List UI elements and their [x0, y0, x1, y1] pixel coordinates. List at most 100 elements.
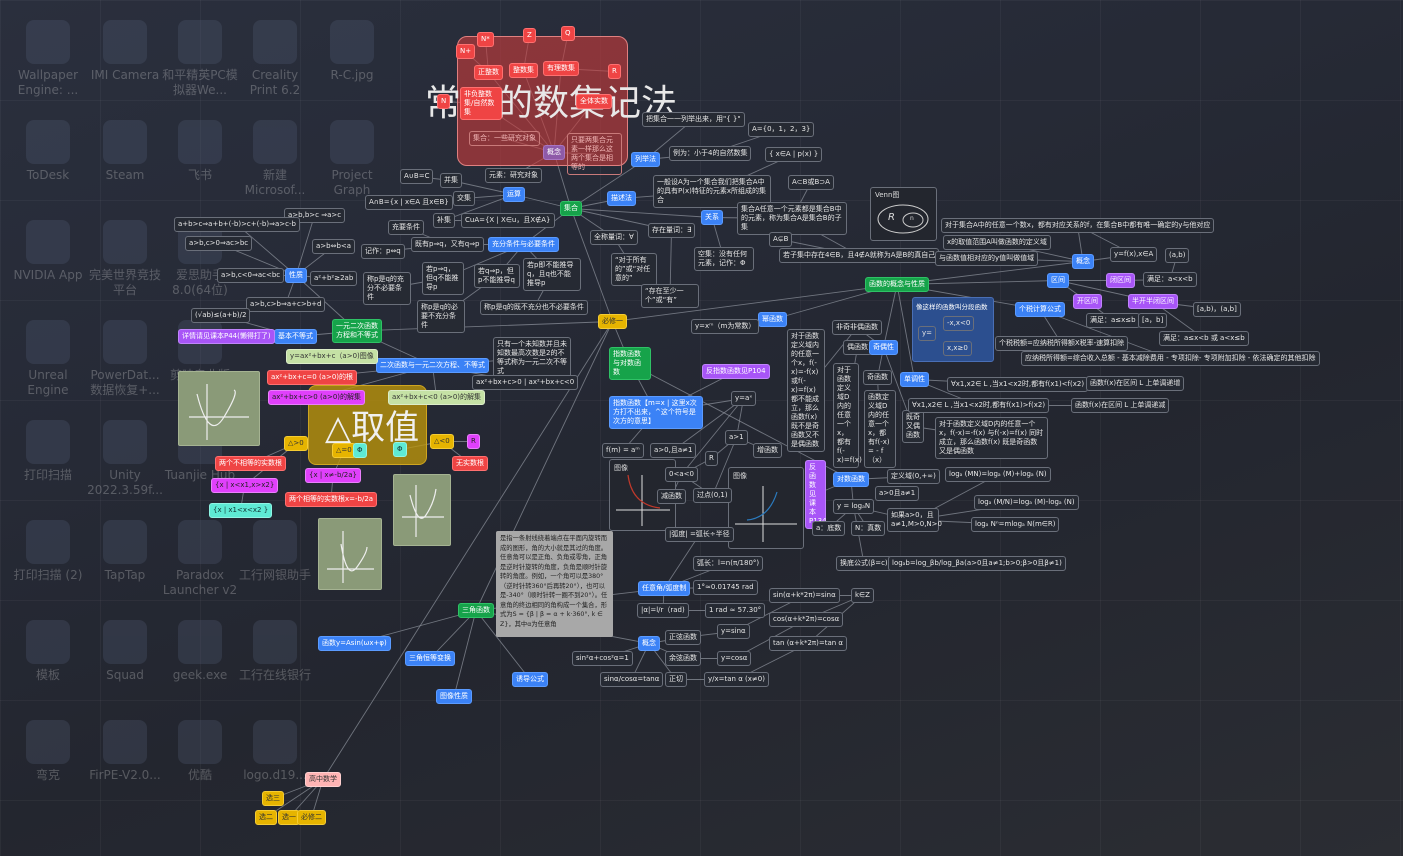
mindmap-node-gn3[interactable]: 概念: [638, 636, 660, 651]
mindmap-node-zhengxian[interactable]: 正弦函数: [665, 630, 701, 645]
mindmap-node-chongfen[interactable]: 充分条件与必要条件: [488, 237, 559, 252]
desktop-icon[interactable]: 模板: [10, 620, 86, 683]
mindmap-node-zzs[interactable]: 正整数: [474, 65, 503, 80]
mindmap-node-AneqB[interactable]: A⊊B: [769, 232, 793, 247]
mindmap-node-R[interactable]: R: [608, 64, 621, 79]
mindmap-node-a0[interactable]: a>0,且a≠1: [650, 443, 697, 458]
mindmap-node-huandi[interactable]: 换底公式(β=c): [836, 556, 892, 571]
mindmap-node-fm[interactable]: f(m) = aᵐ: [602, 443, 644, 458]
mindmap-node-gen[interactable]: ax²+bx+c=0 (a>0)的根: [267, 370, 358, 385]
mindmap-node-dyhs[interactable]: 对于函数定义域内的任意一个x，f(-x)=-f(x)或f(-x)=f(x)都不能…: [787, 329, 825, 452]
mindmap-node-tank[interactable]: tan (α+k*2π)=tan α: [769, 636, 848, 651]
mindmap-node-jihe[interactable]: 集合: [560, 201, 582, 216]
mindmap-node-wushi[interactable]: 无实数根: [452, 456, 488, 471]
mindmap-node-cunzaizhi[interactable]: “存在至少一个”或“有”: [641, 284, 699, 308]
mindmap-node-dingyi[interactable]: 定义域(0,+∞): [887, 469, 940, 484]
desktop-icon[interactable]: 优酷: [162, 720, 238, 783]
desktop-icon[interactable]: NVIDIA App: [10, 220, 86, 283]
mindmap-node-yls[interactable]: 有理数集: [543, 61, 579, 76]
desktop-icon[interactable]: Unity 2022.3.59f...: [87, 420, 163, 498]
mindmap-node-yax[interactable]: y=aˣ: [731, 391, 757, 406]
mindmap-node-axgt[interactable]: ax²+bx+c>0 | ax²+bx+c<0: [472, 375, 579, 390]
mindmap-node-banqu[interactable]: 半开半闭区间: [1128, 294, 1178, 309]
desktop-icon[interactable]: Wallpaper Engine: ...: [10, 20, 86, 98]
desktop-icon[interactable]: 打印扫描: [10, 420, 86, 483]
mindmap-node-gn2[interactable]: 概念: [1072, 254, 1094, 269]
mindmap-node-ytu[interactable]: y=ax²+bx+c（a>0)图像: [286, 349, 378, 364]
desktop-icon[interactable]: Steam: [87, 120, 163, 183]
mindmap-node-jiheA[interactable]: 集合A任意一个元素都是集合B中的元素，称为集合A是集合B的子集: [737, 202, 847, 235]
mindmap-node-guodian[interactable]: 过点(0,1): [693, 488, 732, 503]
mindmap-node-bixiu2[interactable]: 必修二: [297, 810, 326, 825]
mindmap-node-dgt[interactable]: △>0: [284, 436, 308, 451]
mindmap-node-xneq[interactable]: {x | x≠-b/2a}: [305, 468, 361, 483]
mindmap-node-fanhan[interactable]: 反函数见课本P134: [805, 460, 827, 529]
desktop-icon[interactable]: 新建 Microsof...: [237, 120, 313, 198]
mindmap-node-jizuo[interactable]: 记作：p⇔q: [361, 244, 405, 259]
mindmap-node-renyi[interactable]: 任意角/弧度制: [638, 581, 691, 596]
mindmap-node-abba[interactable]: a>b⇔b<a: [312, 239, 356, 254]
mindmap-node-cosk[interactable]: cos(α+k*2π)=cosα: [769, 612, 844, 627]
mindmap-node-ycos[interactable]: y=cosα: [717, 651, 752, 666]
desktop-icon[interactable]: PowerDat... 数据恢复+...: [87, 320, 163, 398]
mindmap-node-abhalf[interactable]: [a,b)，(a,b]: [1193, 302, 1241, 317]
mindmap-node-feiqi[interactable]: 非奇非偶函数: [832, 320, 882, 335]
mindmap-node-bixiu1[interactable]: 必修一: [598, 314, 627, 329]
mindmap-node-duishu[interactable]: 对数函数: [833, 472, 869, 487]
mindmap-node-yfx[interactable]: y=f(x),x∈A: [1110, 247, 1158, 262]
mindmap-node-abc1[interactable]: a+b>c⇒a+b+(-b)>c+(-b)⇒a>c-b: [174, 217, 300, 232]
mindmap-node-Nzhen[interactable]: N：真数: [851, 521, 886, 536]
mindmap-node-chengji[interactable]: 称p是q的既不充分也不必要条件: [480, 300, 588, 315]
mindmap-node-quancheng[interactable]: 全称量词：∀: [590, 230, 638, 245]
mindmap-node-mihanshu[interactable]: 幂函数: [758, 312, 787, 327]
angle-definition-note[interactable]: 是指一条射线绕着端点在平面内旋转而成的图形，角的大小就是其过的角度。任意角可以是…: [496, 531, 613, 637]
mindmap-node-zengs[interactable]: 增函数: [753, 443, 782, 458]
mindmap-node-qujian[interactable]: 区间: [1047, 273, 1069, 288]
mindmap-node-qihs[interactable]: 奇函数: [863, 370, 892, 385]
mindmap-node-xqu[interactable]: x的取值范围A叫做函数的定义域: [943, 235, 1051, 250]
mindmap-node-geshui[interactable]: 个税计算公式: [1015, 302, 1065, 317]
desktop-icon[interactable]: Paradox Launcher v2: [162, 520, 238, 598]
mindmap-node-only[interactable]: 只要两集合元素一样那么这两个集合是相等的: [567, 133, 622, 175]
mindmap-node-duiyuA[interactable]: 对于集合A中的任意一个数x，都有对应关系的f，在集合B中都有唯一确定的y与他对应: [941, 218, 1215, 233]
mindmap-node-nstar[interactable]: N*: [477, 32, 494, 47]
mindmap-node-zhengqie[interactable]: 正切: [665, 672, 687, 687]
mindmap-node-sanjiao[interactable]: 三角函数: [458, 603, 494, 618]
mindmap-node-zhishu[interactable]: 指数函数【m=x | 这里x次方打不出来，^这个符号是次方的意思】: [609, 396, 703, 429]
mindmap-node-phi2[interactable]: Φ: [393, 442, 407, 457]
mindmap-node-phi1[interactable]: Φ: [353, 443, 367, 458]
mindmap-node-youdao[interactable]: 诱导公式: [512, 672, 548, 687]
desktop-icon[interactable]: 和平精英PC模拟器We...: [162, 20, 238, 98]
mindmap-node-qiou[interactable]: 奇偶性: [869, 340, 898, 355]
mindmap-node-ouhs[interactable]: 偶函数: [843, 340, 872, 355]
mindmap-node-huandigs[interactable]: logₐb=log_βb/log_βa(a>0且a≠1;b>0;β>0且β≠1): [888, 556, 1066, 571]
desktop-icon[interactable]: 飞书: [162, 120, 238, 183]
mindmap-node-tongshi[interactable]: 对于函数定义域D内的任意一个x，f(-x)=-f(x) 与f(-x)=f(x) …: [935, 417, 1048, 459]
mindmap-node-jiejigt[interactable]: ax²+bx+c>0 (a>0)的解集: [268, 390, 366, 405]
mindmap-node-xiangdeng[interactable]: 两个相等的实数根x=-b/2a: [285, 492, 378, 507]
mindmap-node-xingzhi[interactable]: 性质: [285, 268, 307, 283]
mindmap-node-geshuie[interactable]: 个税税额=应纳税所得额X税率-速算扣除: [995, 336, 1129, 351]
mindmap-node-guanxi[interactable]: 关系: [701, 210, 723, 225]
mindmap-node-buji[interactable]: 补集: [433, 213, 455, 228]
mindmap-node-gaozhong[interactable]: 高中数学: [305, 772, 341, 787]
mindmap-node-biqu[interactable]: 闭区间: [1106, 273, 1135, 288]
mindmap-node-huchang[interactable]: 弧长：l=n(π/180°): [693, 556, 764, 571]
desktop-icon[interactable]: 打印扫描 (2): [10, 520, 86, 583]
mindmap-node-sintan[interactable]: sinα/cosα=tanα: [600, 672, 664, 687]
desktop-icon[interactable]: 弯克: [10, 720, 86, 783]
mindmap-node-zhiyou[interactable]: 只有一个未知数并且未知数最高次数是2的不等式称为一元二次不等式: [493, 337, 571, 379]
mindmap-node-tuxiang[interactable]: 图像性质: [436, 689, 472, 704]
mindmap-node-q[interactable]: Q: [561, 26, 575, 41]
mindmap-node-abc2[interactable]: a>b,c>0⇒ac>bc: [185, 236, 253, 251]
mindmap-node-dlt[interactable]: △<0: [430, 434, 454, 449]
mindmap-node-fanzhi[interactable]: 反指数函数见P104: [702, 364, 770, 379]
desktop-icon[interactable]: TapTap: [87, 520, 163, 583]
mindmap-node-abclosed[interactable]: [a，b]: [1138, 313, 1168, 328]
mindmap-node-xA[interactable]: { x∈A | p(x) }: [765, 147, 823, 162]
mindmap-node-adishu[interactable]: a：底数: [812, 521, 846, 536]
desktop-icon[interactable]: 完美世界竞技平台: [87, 220, 163, 298]
mindmap-node-ysin[interactable]: y=sinα: [717, 624, 750, 639]
desktop-icon[interactable]: geek.exe: [162, 620, 238, 683]
mindmap-node-R2[interactable]: R: [467, 434, 480, 449]
